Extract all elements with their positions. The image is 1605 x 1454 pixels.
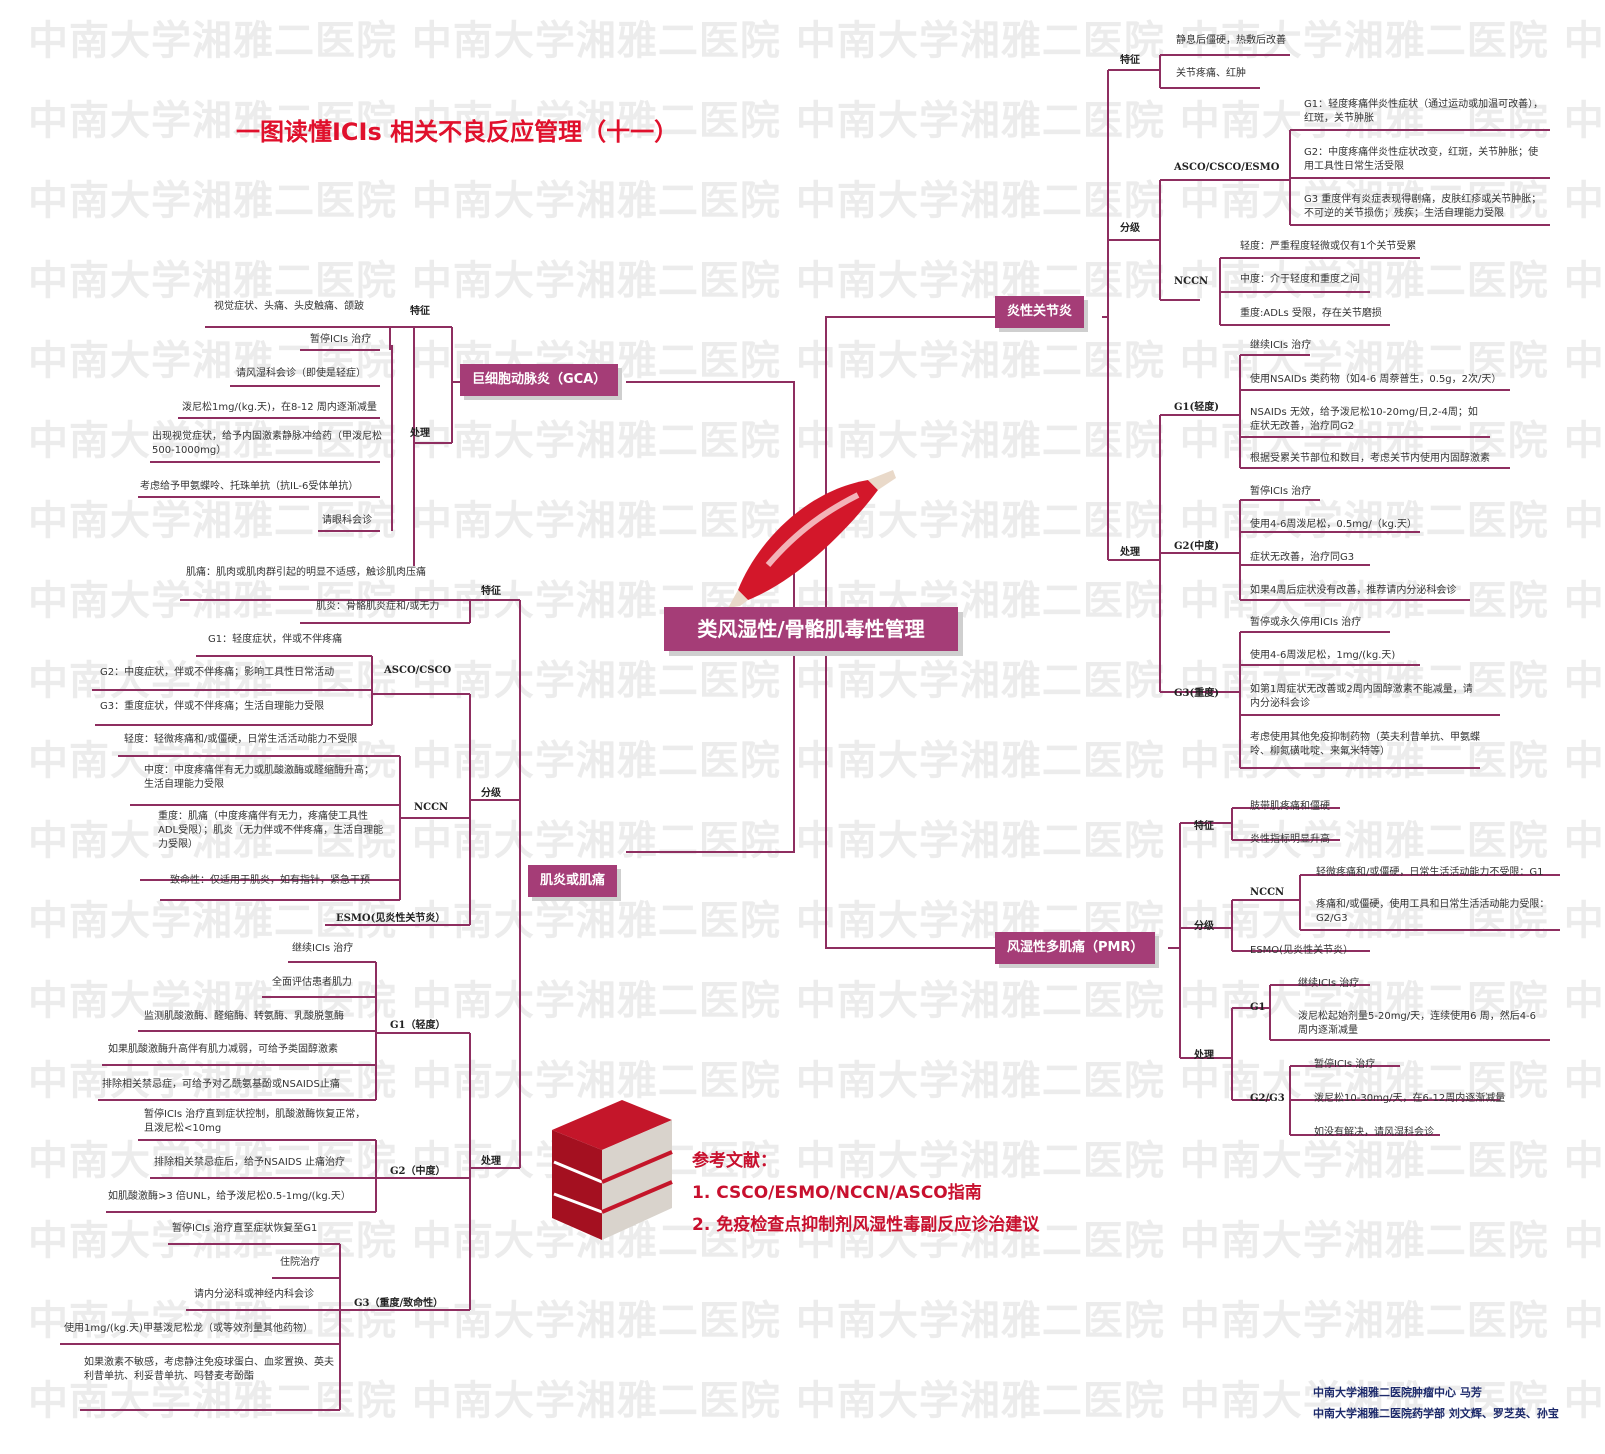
gca-treatment: 请风湿科会诊（即使是轻症）	[236, 368, 366, 379]
myositis-nccn-item: 致命性：仅适用于肌炎，如有指针，紧急干预	[170, 875, 370, 886]
myositis-treat-label: 处理	[481, 1156, 501, 1167]
pmr-nccn-label: NCCN	[1250, 887, 1285, 898]
pmr-g1-item: 泼尼松起始剂量5-20mg/天，连续使用6 周，然后4-6周内逐渐减量	[1298, 1011, 1537, 1036]
myositis-nccn-item: 中度：中度疼痛伴有无力或肌酸激酶或醛缩酶升高；生活自理能力受限	[144, 765, 374, 790]
arthritis-asco-label: ASCO/CSCO/ESMO	[1174, 162, 1280, 173]
arthritis-nccn-item: 重度:ADLs 受限，存在关节磨损	[1240, 308, 1382, 319]
arthritis-g1-item: 根据受累关节部位和数目，考虑关节内使用内固醇激素	[1250, 453, 1490, 464]
gca-treatment: 考虑给予甲氨蝶呤、托珠单抗（抗IL-6受体单抗）	[140, 481, 359, 492]
myositis-g3-item: 住院治疗	[280, 1257, 320, 1268]
myositis-grade-label: 分级	[481, 788, 501, 799]
arthritis-feature: 关节疼痛、红肿	[1176, 68, 1246, 79]
books-illustration	[552, 1100, 673, 1240]
branch-gca[interactable]: 巨细胞动脉炎（GCA）	[460, 364, 619, 396]
arthritis-asco-item: G2：中度疼痛伴炎性症状改变，红斑，关节肿胀；使用工具性日常生活受限	[1304, 147, 1539, 172]
pmr-g1-label: G1	[1250, 1002, 1266, 1013]
pmr-feature-label: 特征	[1194, 821, 1214, 832]
myositis-g1-item: 继续ICIs 治疗	[292, 943, 354, 954]
myositis-g3-item: 使用1mg/(kg.天)甲基泼尼松龙（或等效剂量其他药物）	[64, 1323, 313, 1334]
pmr-feature: 炎性指标明显升高	[1250, 834, 1330, 845]
branch-myositis[interactable]: 肌炎或肌痛	[528, 865, 618, 897]
branch-arthritis[interactable]: 炎性关节炎	[995, 296, 1085, 328]
arthritis-g2-item: 使用4-6周泼尼松，0.5mg/（kg.天）	[1250, 519, 1418, 530]
arthritis-g2-item: 如果4周后症状没有改善，推荐请内分泌科会诊	[1250, 585, 1457, 596]
branch-pmr[interactable]: 风湿性多肌痛（PMR）	[995, 932, 1156, 964]
author-line: 中南大学湘雅二医院肿瘤中心 马芳	[1313, 1386, 1482, 1399]
myositis-g1-item: 全面评估患者肌力	[272, 977, 352, 988]
myositis-g1-item: 监测肌酸激酶、醛缩酶、转氨酶、乳酸脱氢酶	[144, 1011, 344, 1022]
author-line: 中南大学湘雅二医院药学部 刘文辉、罗芝英、孙宝	[1313, 1407, 1559, 1420]
arthritis-nccn-item: 轻度：严重程度轻微或仅有1个关节受累	[1240, 241, 1417, 252]
myositis-g1-item: 排除相关禁忌症，可给予对乙酰氨基酚或NSAIDS止痛	[102, 1079, 340, 1090]
myositis-g1-item: 如果肌酸激酶升高伴有肌力减弱，可给予类固醇激素	[108, 1044, 338, 1055]
references-heading: 参考文献：	[692, 1151, 777, 1171]
gca-treatment: 暂停ICIs 治疗	[310, 334, 372, 345]
myositis-g2-item: 暂停ICIs 治疗直到症状控制，肌酸激酶恢复正常，且泼尼松<10mg	[144, 1109, 366, 1134]
myositis-g3-item: 暂停ICIs 治疗直至症状恢复至G1	[172, 1223, 318, 1234]
arthritis-g3-item: 使用4-6周泼尼松，1mg/(kg.天)	[1250, 650, 1396, 661]
arthritis-feature-label: 特征	[1120, 55, 1140, 66]
arthritis-g2-item: 症状无改善，治疗同G3	[1250, 552, 1355, 563]
gca-feature: 视觉症状、头痛、头皮触痛、颌跛	[214, 301, 364, 312]
gca-treatment: 泼尼松1mg/(kg.天)，在8-12 周内逐渐减量	[182, 402, 377, 413]
arthritis-asco-item: G3 重度伴有炎症表现得剧痛，皮肤红疹或关节肿胀；不可逆的关节损伤；残疾；生活自…	[1304, 194, 1542, 219]
central-topic[interactable]: 类风湿性/骨骼肌毒性管理	[664, 607, 958, 651]
pmr-nccn-item: 轻微疼痛和/或僵硬，日常生活活动能力不受限：G1	[1316, 867, 1544, 878]
arthritis-g1-item: 继续ICIs 治疗	[1250, 340, 1312, 351]
pmr-g23-label: G2/G3	[1250, 1093, 1285, 1104]
myositis-esmo-label: ESMO(见炎性关节炎）	[336, 913, 446, 924]
arthritis-nccn-label: NCCN	[1174, 276, 1209, 287]
arthritis-g3-item: 如第1周症状无改善或2周内固醇激素不能减量，请内分泌科会诊	[1250, 684, 1473, 709]
arthritis-g1-item: NSAIDs 无效，给予泼尼松10-20mg/日,2-4周；如症状无改善，治疗同…	[1250, 407, 1478, 432]
muscle-illustration	[728, 470, 896, 608]
myositis-asco-label: ASCO/CSCO	[384, 665, 452, 676]
myositis-g3-item: 如果激素不敏感，考虑静注免疫球蛋白、血浆置换、英夫利昔单抗、利妥昔单抗、吗替麦考…	[84, 1357, 334, 1382]
arthritis-treat-label: 处理	[1120, 547, 1140, 558]
myositis-g3-item: 请内分泌科或神经内科会诊	[194, 1289, 314, 1300]
arthritis-g3-item: 暂停或永久停用ICIs 治疗	[1250, 617, 1362, 628]
gca-treatment: 请眼科会诊	[322, 515, 372, 526]
myositis-g2-item: 排除相关禁忌症后，给予NSAIDS 止痛治疗	[154, 1157, 346, 1168]
arthritis-grade-label: 分级	[1120, 223, 1140, 234]
pmr-g23-item: 如没有解决，请风湿科会诊	[1314, 1127, 1434, 1138]
arthritis-g3-item: 考虑使用其他免疫抑制药物（英夫利昔单抗、甲氨蝶呤、柳氮磺吡啶、来氟米特等）	[1250, 732, 1480, 757]
myositis-nccn-item: 重度：肌痛（中度疼痛伴有无力，疼痛使工具性ADL受限）；肌炎（无力伴或不伴疼痛，…	[158, 811, 384, 850]
myositis-g2-item: 如肌酸激酶>3 倍UNL，给予泼尼松0.5-1mg/(kg.天）	[108, 1191, 351, 1202]
pmr-g23-item: 暂停ICIs 治疗	[1314, 1059, 1376, 1070]
page-title: 一图读懂ICIs 相关不良反应管理（十一）	[236, 118, 679, 146]
pmr-g23-item: 泼尼松10-30mg/天，在6-12周内逐渐减量	[1314, 1093, 1506, 1104]
pmr-g1-item: 继续ICIs 治疗	[1298, 978, 1360, 989]
myositis-feature: 肌炎：骨骼肌炎症和/或无力	[316, 601, 440, 612]
gca-treat-label: 处理	[410, 428, 430, 439]
pmr-esmo-label: ESMO(见炎性关节炎）	[1250, 945, 1354, 956]
pmr-treat-label: 处理	[1194, 1050, 1214, 1061]
arthritis-nccn-item: 中度：介于轻度和重度之间	[1240, 274, 1360, 285]
gca-treatment: 出现视觉症状，给予内固激素静脉冲给药（甲泼尼松500-1000mg）	[152, 431, 382, 456]
myositis-feature-label: 特征	[481, 586, 501, 597]
arthritis-g1-label: G1(轻度)	[1174, 402, 1219, 413]
arthritis-g1-item: 使用NSAIDs 类药物（如4-6 周萘普生，0.5g，2次/天）	[1250, 374, 1502, 385]
gca-feature-label: 特征	[410, 306, 430, 317]
myositis-g3-label: G3（重度/致命性）	[354, 1298, 444, 1309]
arthritis-asco-item: G1：轻度疼痛伴炎性症状（通过运动或加温可改善），红斑，关节肿胀	[1304, 99, 1544, 124]
pmr-grade-label: 分级	[1194, 921, 1214, 932]
myositis-asco-item: G2：中度症状，伴或不伴疼痛；影响工具性日常活动	[100, 667, 335, 678]
pmr-nccn-item: 疼痛和/或僵硬，使用工具和日常生活活动能力受限：G2/G3	[1316, 899, 1550, 924]
myositis-asco-item: G3：重度症状，伴或不伴疼痛；生活自理能力受限	[100, 701, 325, 712]
myositis-nccn-label: NCCN	[414, 802, 449, 813]
arthritis-g2-item: 暂停ICIs 治疗	[1250, 486, 1312, 497]
reference-item: 2. 免疫检查点抑制剂风湿性毒副反应诊治建议	[692, 1215, 1040, 1235]
myositis-g2-label: G2（中度）	[390, 1166, 446, 1177]
myositis-g1-label: G1（轻度）	[390, 1020, 446, 1031]
myositis-asco-item: G1：轻度症状，伴或不伴疼痛	[208, 634, 343, 645]
myositis-feature: 肌痛：肌肉或肌肉群引起的明显不适感，触诊肌肉压痛	[186, 567, 426, 578]
arthritis-g3-label: G3(重度)	[1174, 688, 1219, 699]
myositis-nccn-item: 轻度：轻微疼痛和/或僵硬，日常生活活动能力不受限	[124, 734, 358, 745]
arthritis-feature: 静息后僵硬，热敷后改善	[1176, 35, 1286, 46]
arthritis-g2-label: G2(中度)	[1174, 541, 1219, 552]
reference-item: 1. CSCO/ESMO/NCCN/ASCO指南	[692, 1183, 982, 1203]
pmr-feature: 肢带肌疼痛和僵硬	[1250, 801, 1330, 812]
